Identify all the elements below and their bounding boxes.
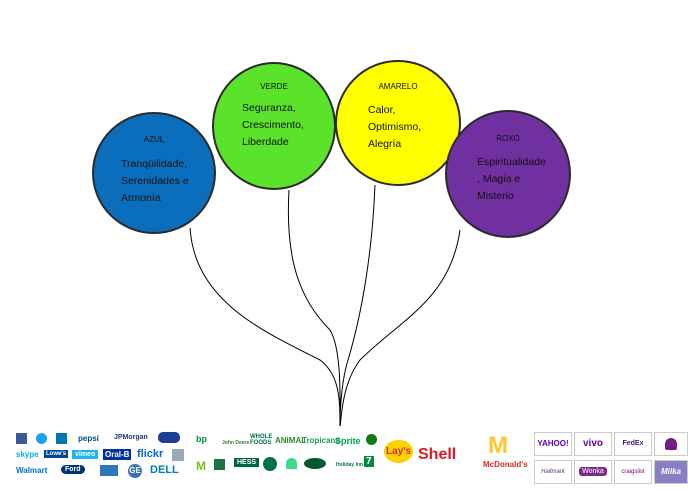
pepsi-logo: pepsi	[78, 434, 99, 443]
wonka-logo: Wonka	[579, 467, 607, 476]
shell-logo: Shell	[418, 446, 457, 463]
ford-logo: Ford	[61, 465, 85, 474]
walmart-logo: Walmart	[16, 466, 48, 475]
balloon-title: VERDE	[260, 82, 288, 91]
balloon-text: Seguranza, Crescimento, Liberdade	[242, 102, 304, 148]
brand-logo-strip: pepsi JPMorgan skype Lowe's vimeo Oral-B…	[0, 426, 694, 491]
whole-foods-logo: WHOLE FOODS	[250, 434, 273, 446]
xbox-logo	[366, 434, 377, 445]
string-azul	[189, 227, 341, 426]
milka-logo-box: Milka	[654, 460, 688, 484]
skype-logo: skype	[16, 450, 39, 459]
balloon-amarelo: AMARELO Calor, Optimismo, Alegría	[335, 60, 461, 186]
excel-icon	[214, 459, 225, 470]
oreo-logo	[158, 432, 180, 443]
balloon-title: AMARELO	[378, 82, 418, 91]
twitter-icon	[36, 433, 47, 444]
craigslist-logo-box: craigslist	[614, 460, 652, 484]
balloon-text: Espiritualidade , Magia e Misterio	[477, 156, 546, 202]
oralb-logo: Oral-B	[103, 449, 132, 460]
hess-logo: HESS	[234, 458, 260, 467]
bp-logo: bp	[196, 434, 207, 444]
hallmark-logo: Hallmark	[541, 469, 565, 475]
balloon-title: ROXO	[496, 134, 520, 143]
vimeo-logo: vimeo	[72, 450, 99, 459]
balloon-verde: VERDE Seguranza, Crescimento, Liberdade	[212, 62, 336, 190]
lays-logo: Lay's	[384, 440, 414, 463]
ge-logo: GE	[128, 464, 142, 478]
string-amarelo	[339, 184, 376, 426]
amex-logo	[100, 465, 118, 476]
mcdonalds-m-logo: M	[488, 432, 508, 459]
sprite-logo: Sprite	[335, 436, 361, 446]
john-deere-logo: John Deere	[222, 440, 250, 446]
balloon-text: Tranqüilidade, Serenidades e Armonía	[121, 158, 189, 204]
balloon-text: Calor, Optimismo, Alegría	[368, 104, 422, 150]
holiday-inn-logo: Holiday Inn	[336, 462, 363, 468]
vivo-logo-box: vivo	[574, 432, 612, 456]
dell-logo: DELL	[150, 464, 179, 476]
wonka-logo-box: Wonka	[574, 460, 612, 484]
monster-logo: M	[196, 459, 206, 473]
land-rover-logo	[304, 458, 326, 469]
starbucks-logo	[263, 457, 277, 471]
craigslist-logo: craigslist	[621, 469, 645, 475]
jpmorgan-logo: JPMorgan	[114, 434, 148, 441]
balloon-azul: AZUL Tranqüilidade, Serenidades e Armoní…	[92, 112, 216, 234]
vivo-logo: vivo	[582, 438, 603, 449]
linkedin-icon	[56, 433, 67, 444]
tropicana-logo: Tropicana	[302, 436, 340, 445]
fedex-logo: FedEx	[622, 440, 644, 447]
balloon-title: AZUL	[143, 135, 165, 144]
yahoo-logo-box: YAHOO!	[534, 432, 572, 456]
animal-planet-logo: ANIMAL	[275, 436, 307, 445]
yahoo-logo: YAHOO!	[537, 439, 569, 448]
facebook-icon	[16, 433, 27, 444]
hallmark-logo-box: Hallmark	[534, 460, 572, 484]
milka-logo: Milka	[660, 467, 681, 476]
balloon-diagram	[189, 184, 461, 426]
string-roxo	[339, 229, 461, 426]
mcdonalds-logo: McDonald's	[483, 460, 528, 469]
android-logo	[286, 458, 297, 469]
fedex-logo-box: FedEx	[614, 432, 652, 456]
balloon-roxo: ROXO Espiritualidade , Magia e Misterio	[445, 110, 571, 238]
seven-eleven-logo: 7	[364, 456, 374, 467]
lowes-logo: Lowe's	[44, 450, 69, 458]
string-verde	[287, 189, 341, 426]
tile-icon	[172, 449, 184, 461]
taco-bell-bell-icon	[665, 438, 677, 450]
taco-bell-logo-box	[654, 432, 688, 456]
flickr-logo: flickr	[137, 448, 164, 460]
